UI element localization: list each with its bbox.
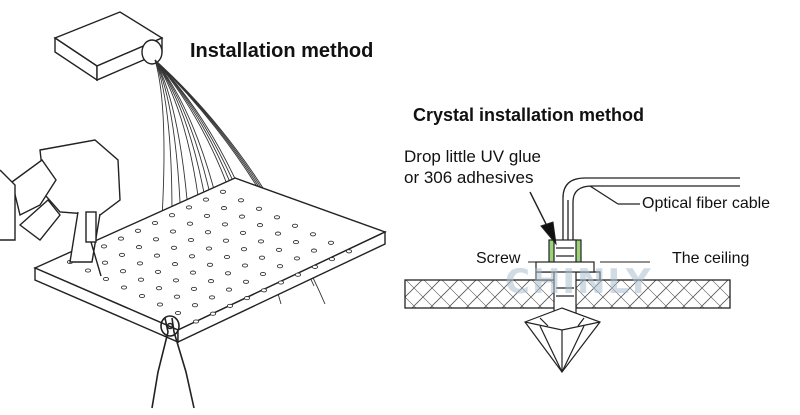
- drill-icon: [0, 139, 121, 277]
- glue-label-line1: Drop little UV glue: [404, 147, 542, 166]
- screw-label: Screw: [476, 250, 521, 267]
- optical-fiber-cable: [562, 177, 740, 245]
- installation-method-title: Installation method: [190, 40, 374, 62]
- glue-label: Drop little UV glue or 306 adhesives: [404, 146, 541, 188]
- screw-assembly: [535, 239, 595, 319]
- optical-fiber-label: Optical fiber cable: [642, 195, 771, 212]
- pliers-icon: [151, 315, 195, 409]
- light-source-box: [53, 11, 164, 82]
- board-holes: [66, 189, 353, 324]
- glue-label-line2: or 306 adhesives: [404, 168, 534, 187]
- glue-arrow: [529, 191, 557, 246]
- watermark: CHINLY: [505, 262, 653, 302]
- crystal-icon: [524, 307, 601, 374]
- ceiling-label: The ceiling: [672, 250, 750, 267]
- crystal-installation-title: Crystal installation method: [413, 105, 645, 125]
